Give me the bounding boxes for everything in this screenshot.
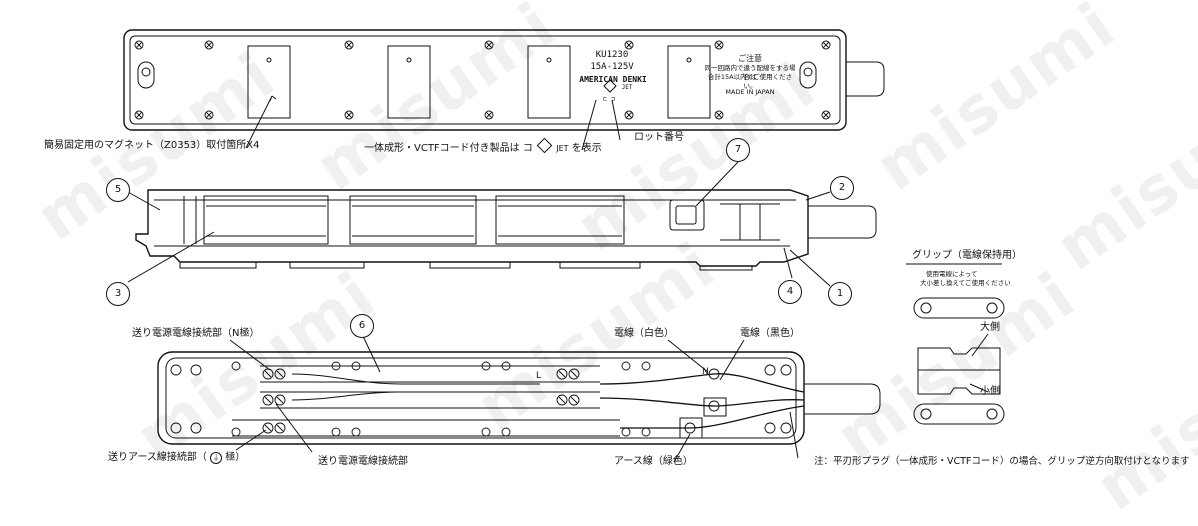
grip-large-side-label: 大側	[980, 322, 1000, 333]
grip-small-side-label: 小側	[980, 386, 1000, 397]
caution-title: ご注意	[738, 54, 762, 63]
jet-mark: JET	[621, 84, 633, 91]
drawing-canvas: misumi misumi misumi misumi misumi misum…	[23, 0, 1198, 526]
callout-4: 4	[778, 280, 802, 304]
brand-name: AMERICAN DENKI	[579, 75, 647, 84]
callout-5: 5	[106, 178, 130, 202]
black-wire-label: 電線（黒色）	[740, 328, 800, 339]
callout-3: 3	[106, 282, 130, 306]
white-wire-label: 電線（白色）	[614, 328, 674, 339]
jet-diamond-icon	[536, 137, 553, 154]
magnet-mount-label: 簡易固定用のマグネット（Z0353）取付箇所X4	[44, 140, 260, 151]
grip-note-line1: 使用電線によって	[926, 270, 978, 278]
lot-marks: ⊂ ⊃	[602, 95, 616, 103]
callout-2: 2	[830, 176, 854, 200]
earth-symbol-icon: ⏚	[210, 452, 223, 464]
callout-1: 1	[828, 282, 852, 306]
callout-6: 6	[350, 314, 374, 338]
bottom-view-wiring	[157, 333, 881, 463]
grip-title: グリップ（電線保持用）	[912, 250, 1022, 261]
caution-line2: 合計15A以内でご使用ください。	[707, 73, 793, 90]
callout-7: 7	[726, 138, 750, 162]
top-view-power-strip	[123, 29, 885, 151]
n-pole-connection-label: 送り電源電線接続部（N極）	[132, 328, 260, 339]
lot-number-label: ロット番号	[634, 132, 684, 143]
made-in: MADE IN JAPAN	[725, 88, 775, 96]
terminal-n: N	[702, 367, 709, 377]
technical-drawing	[123, 29, 1005, 463]
earth-connection-label: 送りアース線接続部（ ⏚ 極）	[108, 452, 246, 464]
side-view-power-strip	[127, 161, 877, 287]
vctf-label: 一体成形・VCTFコード付き製品は コ JET を表示	[364, 137, 602, 155]
grip-orientation-note: 注：平刃形プラグ（一体成形・VCTFコード）の場合、グリップ逆方向取付けとなりま…	[814, 456, 1190, 467]
grip-note-line2: 大小差し換えてご使用ください	[920, 279, 1011, 287]
feed-connection-label: 送り電源電線接続部	[318, 456, 408, 467]
grip-detail	[906, 263, 1005, 425]
rating: 15A-125V	[590, 62, 634, 72]
terminal-l: L	[536, 371, 542, 381]
green-earth-wire-label: アース線（緑色）	[614, 456, 693, 467]
caution-line1: 同一回路内で違う配線をする場合は	[704, 64, 796, 81]
model-number: KU1230	[595, 50, 629, 60]
